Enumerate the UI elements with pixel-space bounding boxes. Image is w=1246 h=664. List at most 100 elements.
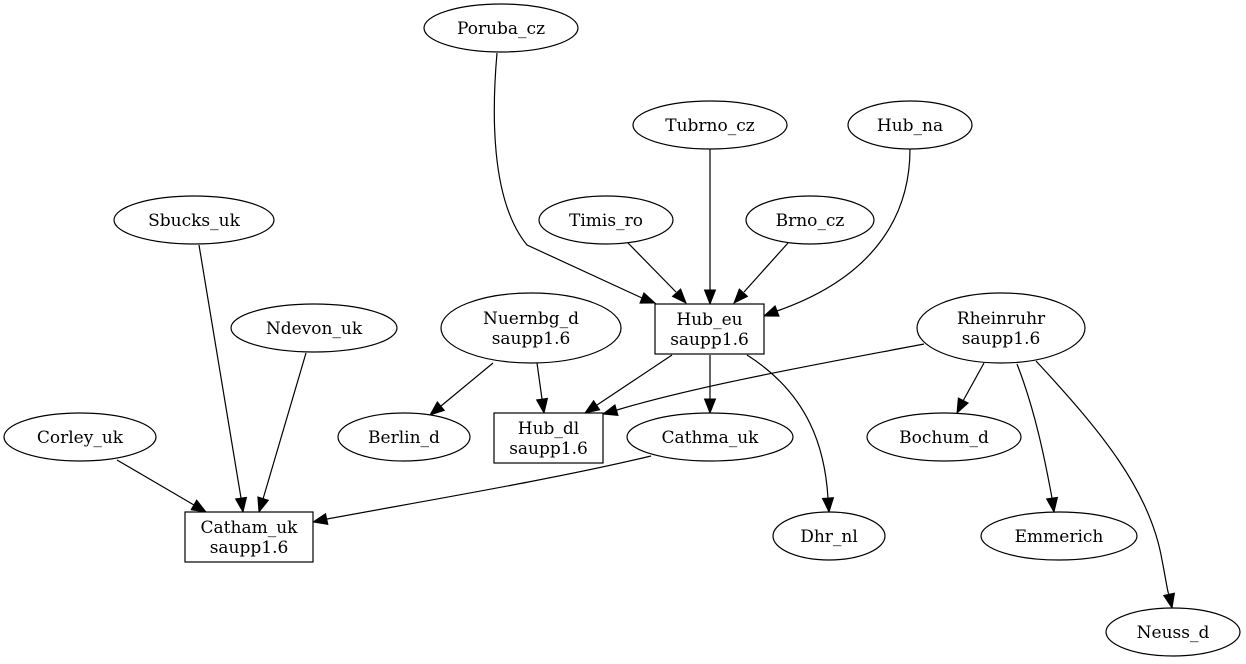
- edge-hub-eu-to-cathma-uk: [703, 355, 717, 415]
- node-sublabel: saupp1.6: [210, 538, 289, 558]
- edge-line: [596, 354, 673, 406]
- node-corley-uk[interactable]: Corley_uk: [3, 412, 157, 462]
- node-ellipse: [3, 412, 157, 462]
- node-label: Sbucks_uk: [148, 211, 240, 231]
- arrowhead-icon: [1162, 592, 1176, 610]
- node-label: Hub_dl: [518, 419, 579, 439]
- edge-rheinruhr-to-neuss-d: [1035, 360, 1176, 610]
- edge-rheinruhr-to-emmerich: [1016, 363, 1059, 514]
- node-label: Catham_uk: [201, 518, 299, 538]
- edge-cathma-uk-to-catham-uk: [311, 455, 652, 526]
- edge-line: [962, 362, 985, 402]
- node-box: [493, 412, 604, 464]
- edge-brno-cz-to-hub-eu: [733, 242, 789, 305]
- node-sublabel: saupp1.6: [962, 329, 1041, 349]
- node-ellipse: [626, 412, 794, 462]
- node-ellipse: [980, 511, 1138, 561]
- node-sublabel: saupp1.6: [670, 330, 749, 350]
- node-dhr-nl[interactable]: Dhr_nl: [772, 511, 886, 561]
- edge-hub-na-to-hub-eu: [762, 148, 911, 317]
- node-label: Neuss_d: [1137, 623, 1210, 643]
- node-label: Dhr_nl: [800, 527, 858, 547]
- edge-ndevon-uk-to-catham-uk: [257, 352, 307, 514]
- edges-layer: [116, 52, 1176, 610]
- node-ellipse: [440, 292, 622, 364]
- node-label: Timis_ro: [569, 211, 643, 231]
- arrowhead-icon: [257, 496, 270, 514]
- node-cathma-uk[interactable]: Cathma_uk: [626, 412, 794, 462]
- node-label: Corley_uk: [37, 428, 124, 448]
- node-box: [654, 303, 765, 355]
- node-hub-na[interactable]: Hub_na: [847, 100, 973, 150]
- edge-line: [326, 455, 652, 520]
- node-label: Ndevon_uk: [266, 319, 363, 339]
- edge-nuernbg-d-to-berlin-d: [428, 362, 494, 416]
- edge-line: [440, 362, 494, 407]
- node-poruba-cz[interactable]: Poruba_cz: [423, 3, 579, 53]
- arrowhead-icon: [703, 398, 717, 415]
- node-bochum-d[interactable]: Bochum_d: [866, 412, 1022, 462]
- arrowhead-icon: [234, 496, 248, 514]
- node-emmerich[interactable]: Emmerich: [980, 511, 1138, 561]
- arrowhead-icon: [821, 497, 835, 514]
- node-timis-ro[interactable]: Timis_ro: [538, 195, 674, 245]
- edge-hub-eu-to-dhr-nl: [746, 354, 835, 514]
- arrowhead-icon: [703, 289, 717, 306]
- edge-hub-eu-to-hub-dl: [583, 354, 673, 414]
- node-ndevon-uk[interactable]: Ndevon_uk: [230, 303, 398, 353]
- node-label: Tubrno_cz: [665, 116, 755, 136]
- node-ellipse: [538, 195, 674, 245]
- node-label: Hub_eu: [676, 310, 742, 330]
- arrowhead-icon: [671, 288, 687, 305]
- node-ellipse: [113, 195, 275, 245]
- edge-tubrno-cz-to-hub-eu: [703, 149, 717, 306]
- node-ellipse: [1105, 607, 1241, 657]
- node-label: Cathma_uk: [662, 428, 760, 448]
- edge-poruba-cz-to-hub-eu: [493, 52, 657, 304]
- edge-timis-ro-to-hub-eu: [627, 242, 687, 305]
- node-sbucks-uk[interactable]: Sbucks_uk: [113, 195, 275, 245]
- node-sublabel: saupp1.6: [509, 439, 588, 459]
- node-label: Rheinruhr: [957, 309, 1046, 329]
- edge-line: [616, 343, 925, 411]
- edge-line: [536, 362, 543, 400]
- node-brno-cz[interactable]: Brno_cz: [745, 195, 875, 245]
- node-ellipse: [847, 100, 973, 150]
- node-label: Berlin_d: [368, 428, 440, 448]
- node-label: Hub_na: [877, 116, 943, 136]
- edge-line: [262, 352, 307, 500]
- node-ellipse: [337, 412, 471, 462]
- node-ellipse: [866, 412, 1022, 462]
- edge-line: [1035, 360, 1170, 595]
- edge-line: [743, 242, 789, 293]
- node-label: Nuernbg_d: [483, 309, 579, 329]
- edge-line: [1016, 363, 1053, 499]
- node-label: Emmerich: [1015, 527, 1104, 547]
- edge-line: [776, 148, 911, 312]
- node-label: Bochum_d: [899, 428, 989, 448]
- node-tubrno-cz[interactable]: Tubrno_cz: [632, 100, 788, 150]
- node-ellipse: [230, 303, 398, 353]
- node-ellipse: [632, 100, 788, 150]
- node-ellipse: [745, 195, 875, 245]
- arrowhead-icon: [762, 304, 780, 317]
- arrowhead-icon: [601, 404, 619, 417]
- node-ellipse: [423, 3, 579, 53]
- edge-line: [627, 242, 677, 293]
- arrowhead-icon: [190, 499, 208, 513]
- edge-line: [116, 459, 195, 506]
- arrowhead-icon: [733, 288, 749, 305]
- arrowhead-icon: [311, 512, 329, 526]
- node-berlin-d[interactable]: Berlin_d: [337, 412, 471, 462]
- arrowhead-icon: [956, 397, 970, 415]
- node-box: [184, 511, 314, 563]
- node-neuss-d[interactable]: Neuss_d: [1105, 607, 1241, 657]
- node-label: Brno_cz: [776, 211, 845, 231]
